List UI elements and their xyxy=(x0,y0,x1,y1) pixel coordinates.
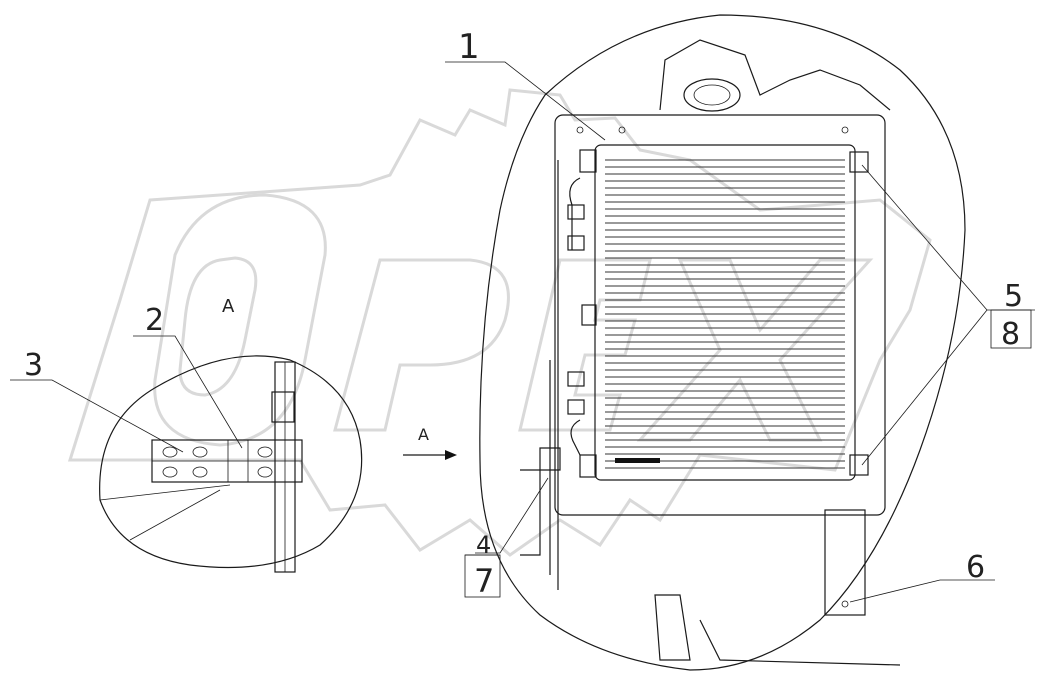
condenser-frame xyxy=(554,114,886,516)
view-arrow-label: A xyxy=(418,425,429,444)
callout-3: 3 xyxy=(24,348,43,383)
condenser-core xyxy=(594,144,856,481)
main-detail-view xyxy=(479,14,966,671)
view-label-top: A xyxy=(222,296,235,317)
mount-upper xyxy=(849,151,869,173)
detail-view-a xyxy=(99,355,363,573)
leader-lines xyxy=(10,61,1035,603)
mount-lower xyxy=(849,454,869,476)
callout-8: 8 xyxy=(1001,317,1020,352)
view-arrow xyxy=(403,450,457,460)
callout-box-8 xyxy=(990,309,1032,349)
callout-7: 7 xyxy=(474,562,494,600)
callout-box-7 xyxy=(464,554,501,598)
callout-5: 5 xyxy=(1004,279,1023,314)
callout-4: 4 xyxy=(476,531,491,559)
callout-6: 6 xyxy=(966,550,985,585)
callout-1: 1 xyxy=(458,27,480,67)
callout-2: 2 xyxy=(145,303,164,338)
